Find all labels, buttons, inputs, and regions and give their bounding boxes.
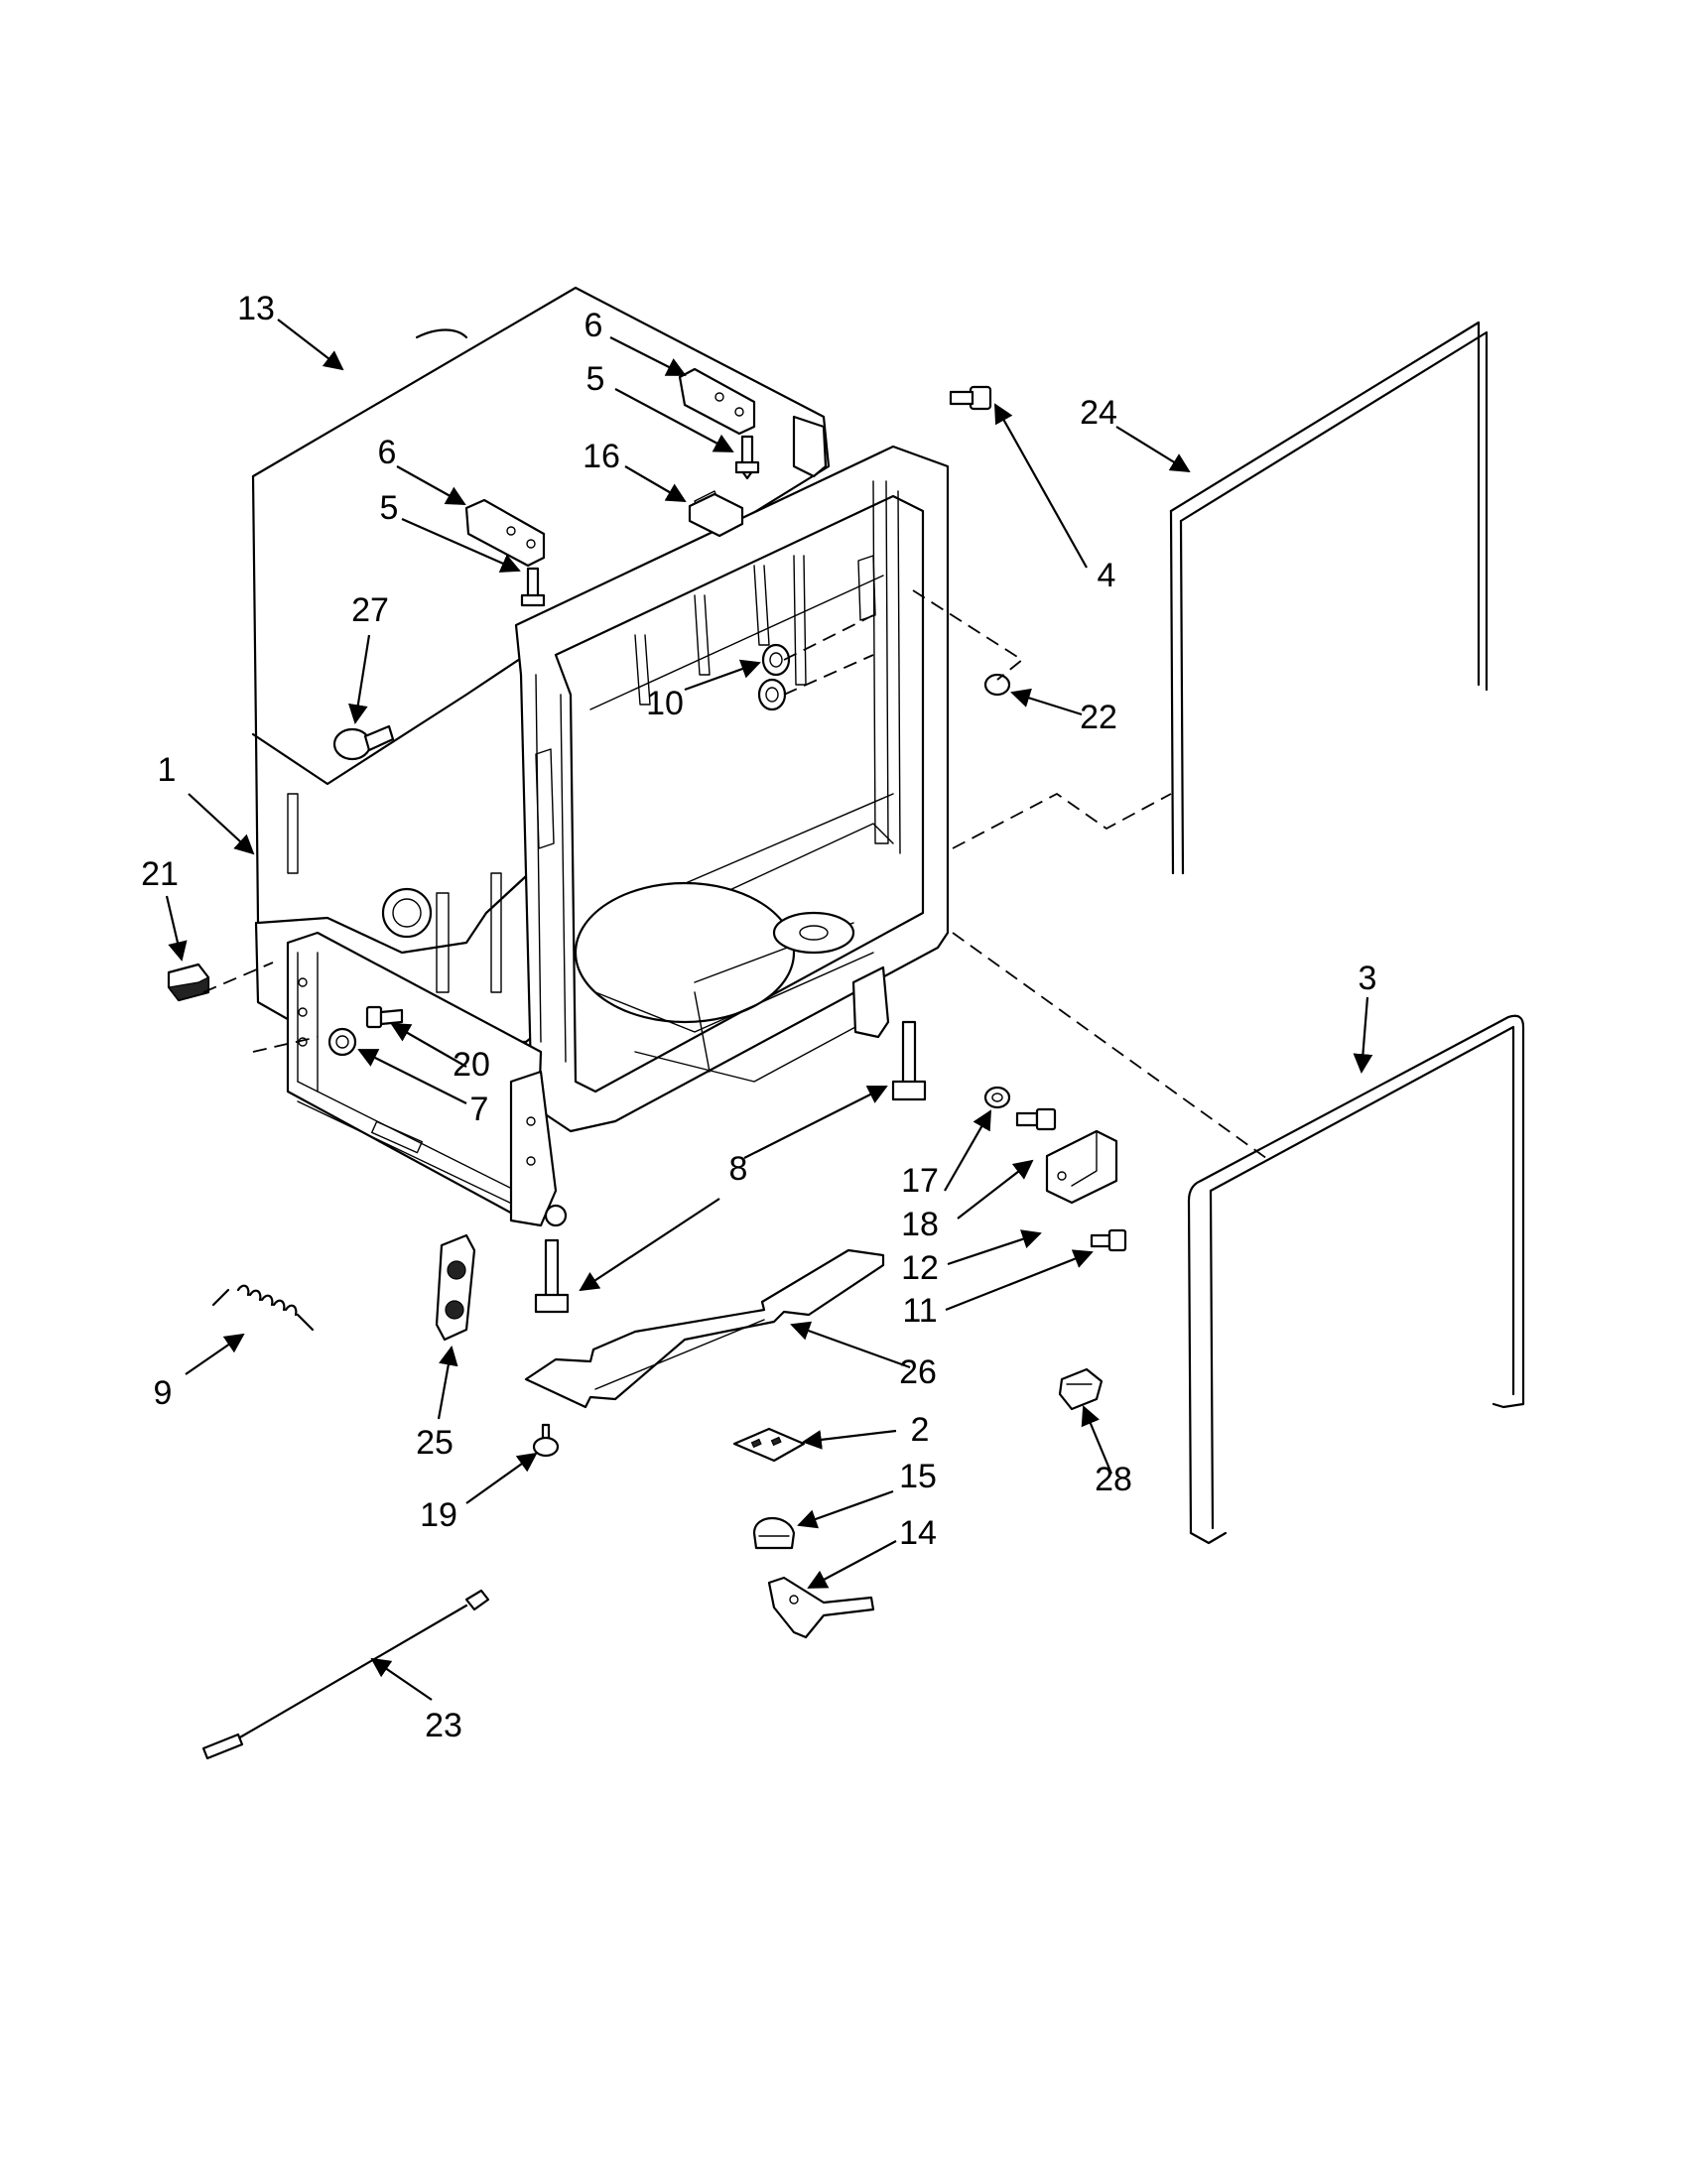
callout-4: 4: [1098, 557, 1116, 594]
bracket-screw: [1090, 1228, 1127, 1252]
callout-labels: 13 6 5 6 16 5 24 4 27 10 22 1 21 3 20 7 …: [141, 290, 1376, 1744]
leveling-screw: [365, 1005, 404, 1029]
ref-line-10: [783, 614, 874, 696]
callout-7: 7: [470, 1091, 489, 1128]
callout-18: 18: [901, 1206, 939, 1243]
ref-line-3: [952, 932, 1271, 1162]
foot-pad: [532, 1423, 560, 1458]
callout-19: 19: [420, 1496, 457, 1534]
callout-17: 17: [901, 1162, 939, 1200]
door-gasket: [1187, 1014, 1525, 1545]
callout-16: 16: [583, 438, 620, 475]
ref-line-20: [252, 1036, 319, 1053]
callout-2: 2: [911, 1411, 930, 1449]
callout-26: 26: [899, 1353, 937, 1391]
callout-13: 13: [237, 290, 275, 327]
leg-nut: [327, 1027, 357, 1057]
float-bracket: [767, 1576, 875, 1639]
ref-line-21: [202, 962, 274, 993]
callout-25: 25: [416, 1424, 454, 1462]
leveling-leg-left: [534, 1238, 570, 1314]
screw-side: [949, 385, 992, 411]
hinge-bracket-lower: [464, 498, 546, 568]
sump-opening: [574, 881, 796, 1024]
tub-clip: [1058, 1367, 1104, 1411]
plug-button: [983, 673, 1011, 697]
callout-3: 3: [1359, 960, 1377, 997]
pad: [732, 1427, 806, 1463]
callout-5-upper: 5: [586, 360, 605, 398]
base-plate: [524, 1248, 885, 1409]
cap: [752, 1517, 796, 1550]
callout-20: 20: [453, 1046, 490, 1084]
tub-assembly: [251, 286, 950, 1133]
callout-5-lower: 5: [380, 489, 399, 527]
callout-21: 21: [141, 855, 179, 893]
rack-rollers: [757, 643, 791, 711]
clip: [688, 492, 744, 538]
callout-23: 23: [425, 1707, 462, 1744]
callout-8: 8: [729, 1150, 748, 1188]
spring: [211, 1284, 315, 1332]
callout-15: 15: [899, 1458, 937, 1495]
pulley-bracket: [435, 1233, 476, 1342]
callout-12: 12: [901, 1249, 939, 1287]
washer: [983, 1086, 1011, 1109]
callout-6-lower: 6: [378, 434, 397, 471]
callout-9: 9: [154, 1374, 173, 1412]
top-gasket: [1169, 321, 1489, 875]
callout-6-upper: 6: [584, 307, 603, 344]
callout-11: 11: [902, 1292, 937, 1330]
callout-22: 22: [1080, 699, 1117, 736]
bumper: [167, 963, 210, 1002]
callout-24: 24: [1080, 394, 1117, 432]
screw-upper: [734, 435, 760, 480]
callout-28: 28: [1095, 1461, 1132, 1498]
sensor-cable: [201, 1589, 490, 1760]
hinge-bracket-upper: [678, 367, 756, 436]
bolt: [1015, 1107, 1057, 1131]
base-frame: [286, 931, 568, 1227]
callout-10: 10: [646, 685, 684, 722]
side-port-icon: [381, 887, 433, 939]
leader-lines: [165, 319, 1373, 1701]
leveling-leg-right: [891, 1020, 927, 1101]
push-pin: [332, 724, 395, 761]
callout-1: 1: [158, 751, 177, 789]
mounting-bracket: [1045, 1129, 1118, 1205]
callout-14: 14: [899, 1514, 937, 1552]
ref-line-24: [952, 792, 1172, 849]
callout-27: 27: [351, 591, 389, 629]
screw-lower: [520, 567, 546, 607]
